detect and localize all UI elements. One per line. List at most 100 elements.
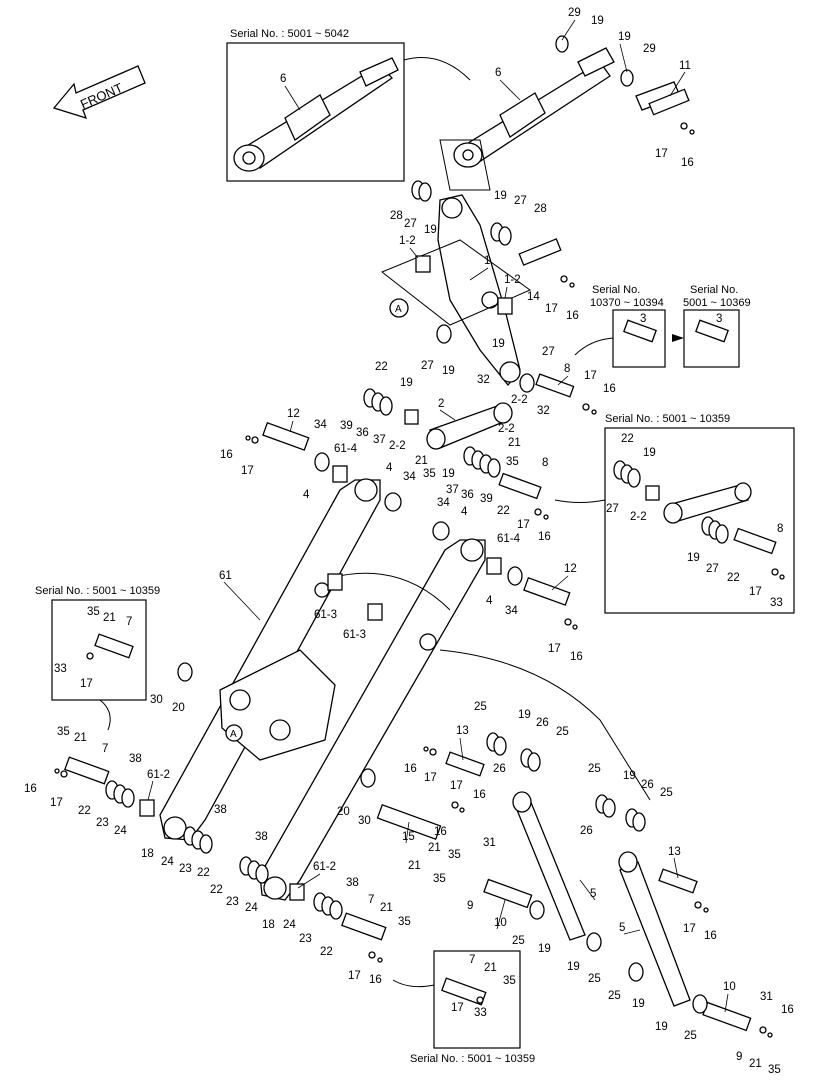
part-number-label: 23: [226, 896, 239, 908]
part-number-label: 19: [494, 190, 507, 202]
part-number-label: 31: [760, 991, 773, 1003]
part-number-label: 61-4: [497, 533, 521, 545]
part-number-label: 17: [424, 772, 437, 784]
part-number-label: 2-2: [389, 440, 406, 452]
part-number-label: 35: [423, 468, 436, 480]
part-number-label: 22: [197, 867, 210, 879]
serial-callout: Serial No. : 5001 ~ 10359: [410, 1053, 535, 1065]
part-number-label: 19: [442, 468, 455, 480]
part-number-label: 35: [57, 726, 70, 738]
part-number-label: 34: [314, 419, 327, 431]
part-number-label: 24: [245, 902, 258, 914]
part-number-label: 16: [566, 310, 579, 322]
link-2: [426, 402, 752, 524]
part-number-label: 38: [214, 804, 227, 816]
part-number-label: 5: [619, 922, 625, 934]
serial-callout: Serial No.: [592, 284, 640, 296]
part-number-label: 8: [542, 457, 548, 469]
part-number-label: 16: [570, 651, 583, 663]
serial-callout: Serial No. : 5001 ~ 10359: [35, 585, 160, 597]
part-number-label: 7: [126, 616, 132, 628]
part-number-label: 16: [704, 930, 717, 942]
part-number-label: 12: [564, 563, 577, 575]
part-number-label: 20: [337, 806, 350, 818]
part-number-label: 37: [373, 434, 386, 446]
part-number-label: 19: [632, 998, 645, 1010]
boom-cylinder-inset: [233, 57, 399, 172]
bucket-cylinders: [512, 791, 691, 1007]
part-number-label: 25: [512, 935, 525, 947]
boom-cylinder-main: [439, 47, 681, 191]
part-number-label: 10: [723, 981, 736, 993]
inset-leaders: [99, 57, 684, 988]
part-number-label: 3: [716, 313, 722, 325]
part-number-label: 2-2: [511, 394, 528, 406]
part-number-label: 1-2: [399, 235, 416, 247]
part-number-label: 21: [408, 860, 421, 872]
serial-callout: 5001 ~ 10369: [683, 297, 751, 309]
part-number-label: 19: [400, 377, 413, 389]
part-number-label: 21: [428, 842, 441, 854]
part-number-label: 36: [461, 489, 474, 501]
part-number-label: 25: [660, 787, 673, 799]
part-number-label: 19: [442, 365, 455, 377]
part-number-label: 17: [548, 643, 561, 655]
part-number-label: 25: [588, 763, 601, 775]
part-number-label: 25: [588, 973, 601, 985]
part-number-label: 33: [474, 1007, 487, 1019]
boom-frame: A: [159, 478, 651, 901]
part-number-label: 20: [172, 702, 185, 714]
part-number-label: 22: [497, 505, 510, 517]
part-number-label: 35: [433, 873, 446, 885]
part-number-label: 23: [299, 933, 312, 945]
part-number-label: 21: [380, 902, 393, 914]
part-number-label: 22: [78, 805, 91, 817]
inset-box-pin-left: [51, 599, 147, 701]
inset-box-pin-5001: [683, 309, 740, 368]
part-number-label: 34: [505, 605, 518, 617]
part-number-label: 21: [749, 1058, 762, 1070]
part-number-label: 9: [736, 1051, 742, 1063]
part-number-label: 17: [517, 519, 530, 531]
inset-box-pin-10370: [612, 309, 666, 368]
part-number-label: 31: [483, 837, 496, 849]
part-number-label: 2-2: [498, 423, 515, 435]
part-number-label: 61: [219, 570, 232, 582]
part-number-label: 2-2: [630, 511, 647, 523]
part-number-label: 18: [141, 848, 154, 860]
part-number-label: 35: [398, 916, 411, 928]
serial-callout: Serial No. : 5001 ~ 10359: [605, 413, 730, 425]
part-number-label: 30: [150, 694, 163, 706]
part-number-label: 16: [603, 383, 616, 395]
part-number-label: 4: [486, 595, 493, 607]
part-number-label: 17: [50, 797, 63, 809]
part-number-label: 17: [545, 303, 558, 315]
ref-marker-a-bottom: A: [230, 729, 237, 740]
part-number-label: 61-3: [343, 629, 366, 641]
part-number-label: 25: [474, 701, 487, 713]
part-number-label: 35: [768, 1064, 781, 1076]
part-number-label: 24: [114, 825, 127, 837]
part-number-label: 16: [369, 974, 382, 986]
part-number-label: 6: [495, 67, 501, 79]
part-number-label: 14: [527, 291, 540, 303]
part-number-label: 35: [87, 606, 100, 618]
part-number-label: 4: [303, 489, 310, 501]
part-number-label: 9: [467, 900, 473, 912]
part-number-label: 35: [448, 849, 461, 861]
bolts: [54, 122, 785, 1038]
part-number-label: 24: [283, 919, 296, 931]
bell-crank: A: [381, 194, 532, 387]
part-number-label: 19: [643, 447, 656, 459]
pins: [64, 88, 777, 1032]
part-number-label: 1-2: [504, 274, 521, 286]
part-number-label: 25: [684, 1030, 697, 1042]
part-number-label: 27: [514, 195, 527, 207]
part-number-label: 21: [103, 612, 116, 624]
part-number-label: 17: [584, 370, 597, 382]
part-number-label: 27: [542, 346, 555, 358]
part-number-label: 38: [129, 753, 142, 765]
